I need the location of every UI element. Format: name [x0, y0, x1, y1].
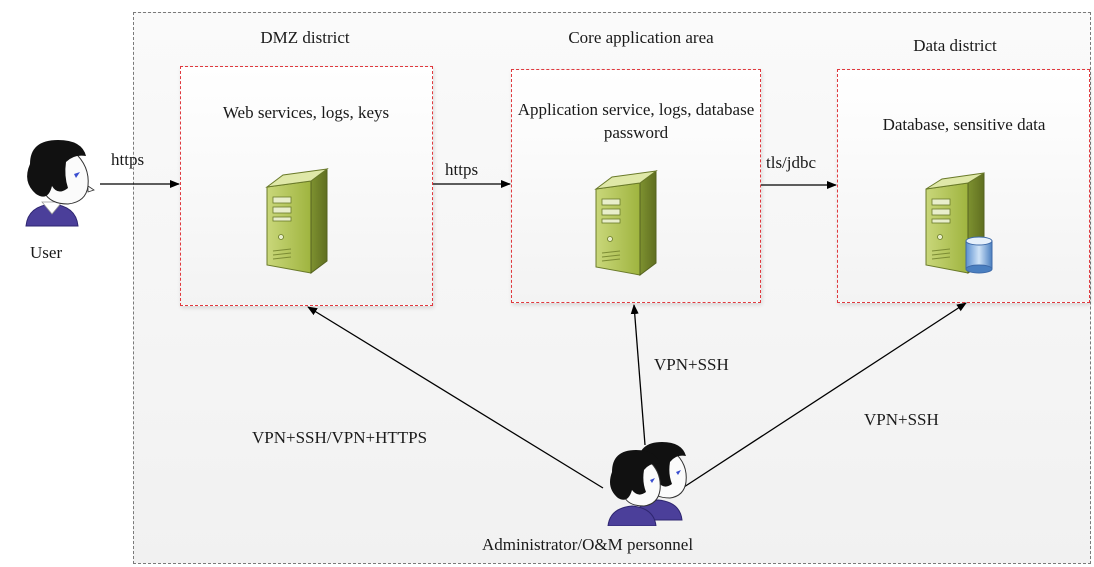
zone-title-dmz: DMZ district [260, 28, 350, 47]
server-icon [263, 165, 331, 280]
database-server-icon [922, 169, 998, 282]
admin-icon[interactable] [598, 440, 690, 531]
arrow-admin-to-dmz [307, 306, 604, 489]
zone-dmz[interactable]: Web services, logs, keys [180, 66, 433, 306]
arrow-admin-to-core [630, 304, 646, 446]
server-icon [592, 167, 660, 282]
admin-label: Administrator/O&M personnel [482, 535, 694, 554]
arrow-admin-to-data [683, 302, 967, 488]
zone-title-core: Core application area [568, 28, 714, 47]
user-label: User [30, 243, 63, 262]
zone-dmz-description: Web services, logs, keys [222, 103, 390, 122]
zone-core-description: Application service, logs, database pass… [517, 100, 755, 142]
edge-label-dmz-core: https [445, 160, 479, 179]
zone-title-data: Data district [913, 36, 997, 55]
zone-data-description: Database, sensitive data [882, 115, 1046, 134]
edge-label-admin-data: VPN+SSH [864, 410, 939, 429]
edge-label-core-data: tls/jdbc [766, 153, 817, 172]
edge-label-admin-dmz: VPN+SSH/VPN+HTTPS [252, 428, 428, 447]
zone-data[interactable]: Database, sensitive data [837, 69, 1090, 303]
edge-label-user-dmz: https [111, 150, 145, 169]
zone-core[interactable]: Application service, logs, database pass… [511, 69, 761, 303]
edge-label-admin-core: VPN+SSH [654, 355, 729, 374]
user-icon[interactable] [8, 136, 100, 241]
